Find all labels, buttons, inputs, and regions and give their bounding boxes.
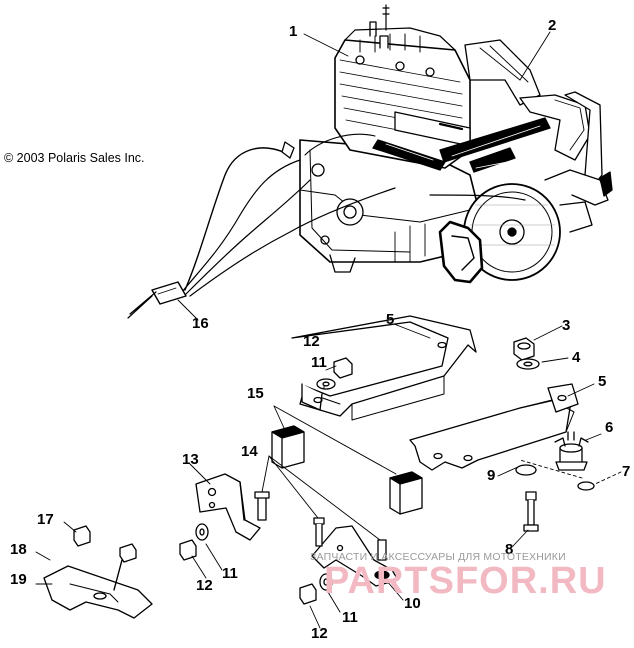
support-plate-10-icon xyxy=(311,525,399,587)
callout-18: 18 xyxy=(10,541,27,558)
callout-12-upper: 12 xyxy=(303,333,320,350)
callout-15: 15 xyxy=(247,385,264,402)
washer-icon xyxy=(195,358,595,591)
engine-mount-bracket-upper-icon xyxy=(291,315,477,421)
callout-5-upper: 5 xyxy=(386,311,395,328)
callout-12-lower: 12 xyxy=(311,625,328,642)
copyright-text: © 2003 Polaris Sales Inc. xyxy=(4,151,145,165)
callout-11-lower: 11 xyxy=(342,609,358,626)
support-plate-18-icon xyxy=(43,559,153,619)
callout-9: 9 xyxy=(487,467,496,484)
callout-14: 14 xyxy=(241,443,258,460)
damper-block-icon xyxy=(271,425,423,515)
engine-mount-bracket-lower-icon xyxy=(409,383,579,471)
leader-lines xyxy=(35,31,622,629)
callout-5-lower: 5 xyxy=(598,373,607,390)
watermark-logo: PARTSFOR.RU xyxy=(324,560,607,602)
watermark-caption: ЗАПЧАСТИ И АКСЕССУАРЫ ДЛЯ МОТОТЕХНИКИ xyxy=(310,551,566,563)
callout-11-middle: 11 xyxy=(222,565,238,582)
rubber-mount-icon xyxy=(554,431,589,471)
callout-2: 2 xyxy=(548,17,557,34)
callout-4: 4 xyxy=(572,349,581,366)
cable-harness-icon xyxy=(127,133,526,319)
callout-13: 13 xyxy=(182,451,199,468)
bolt-icon xyxy=(254,491,539,561)
callout-8: 8 xyxy=(505,541,514,558)
callout-10: 10 xyxy=(404,595,421,612)
nut-icon xyxy=(73,337,535,605)
callout-3: 3 xyxy=(562,317,571,334)
callout-19: 19 xyxy=(10,571,27,588)
callout-17: 17 xyxy=(37,511,54,528)
callout-7: 7 xyxy=(622,463,631,480)
callout-6: 6 xyxy=(605,419,614,436)
callout-1: 1 xyxy=(289,23,298,40)
callout-11-upper: 11 xyxy=(311,354,327,371)
engine-assembly-icon xyxy=(299,4,613,284)
callout-12-middle: 12 xyxy=(196,577,213,594)
support-plate-13-icon xyxy=(195,473,261,541)
callout-16: 16 xyxy=(192,315,209,332)
